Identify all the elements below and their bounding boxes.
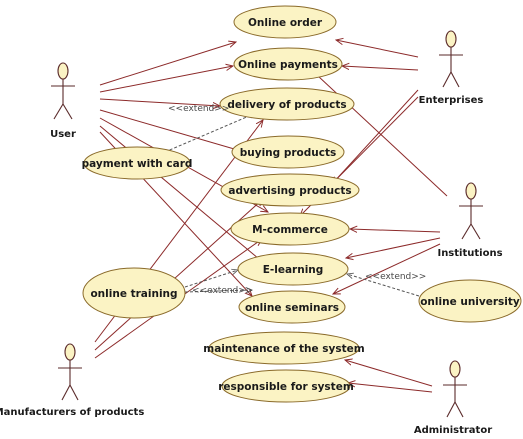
extend-training-to-seminars (184, 290, 252, 292)
assoc-enterprises-online-order (336, 40, 419, 58)
actor-administrator[interactable]: Administrator (414, 360, 492, 436)
use-case-maintenance-of-the-system[interactable]: maintenance of the system (203, 331, 365, 365)
assoc-enterprises-online-payments (342, 66, 419, 71)
use-case-responsible-for-system[interactable]: responsible for system (218, 369, 354, 403)
assoc-user-buying (99, 109, 248, 153)
stick-figure-icon (51, 62, 75, 120)
responsible-label: responsible for system (218, 381, 354, 393)
online-payments-label: Online payments (238, 59, 338, 71)
m-commerce-label: M-commerce (252, 224, 328, 236)
assoc-admin-responsible (348, 383, 433, 393)
assoc-enterprises-advertising (332, 89, 419, 184)
use-case-online-payments[interactable]: Online payments (233, 47, 343, 81)
actor-manufacturers-label: Manufacturers of products (0, 407, 144, 418)
use-case-online-university[interactable]: online university (418, 279, 522, 323)
online-university-label: online university (420, 296, 520, 308)
maintenance-label: maintenance of the system (203, 343, 364, 355)
delivery-of-products-label: delivery of products (227, 99, 346, 111)
e-learning-label: E-learning (263, 264, 324, 276)
online-training-label: online training (90, 288, 177, 300)
extend-university-to-elearning (347, 274, 420, 297)
assoc-institutions-mcommerce (350, 229, 441, 232)
assoc-user-online-payments (99, 66, 233, 93)
stick-figure-icon (58, 343, 82, 401)
advertising-products-label: advertising products (228, 185, 351, 197)
assoc-institutions-seminars (333, 243, 441, 294)
stick-figure-icon (439, 30, 463, 88)
extend-label-payment: <<extend>> (168, 104, 229, 114)
actor-administrator-label: Administrator (414, 425, 492, 436)
extend-relations (164, 113, 420, 297)
actor-enterprises[interactable]: Enterprises (419, 30, 484, 106)
use-case-advertising-products[interactable]: advertising products (220, 173, 360, 207)
use-case-online-seminars[interactable]: online seminars (238, 290, 346, 324)
stick-figure-icon (459, 182, 483, 240)
use-case-online-training[interactable]: online training (82, 267, 186, 319)
use-case-delivery-of-products[interactable]: delivery of products (219, 87, 355, 121)
use-case-buying-products[interactable]: buying products (231, 135, 345, 169)
actor-user[interactable]: User (50, 62, 76, 140)
use-case-payment-with-card[interactable]: payment with card (82, 146, 193, 180)
online-seminars-label: online seminars (245, 302, 339, 314)
buying-products-label: buying products (240, 147, 336, 159)
extend-payment-to-delivery (164, 113, 256, 153)
actor-institutions-label: Institutions (437, 248, 502, 259)
actor-manufacturers[interactable]: Manufacturers of products (0, 343, 144, 418)
payment-with-card-label: payment with card (82, 158, 193, 170)
extend-label-training: <<extend>> (192, 286, 253, 296)
extend-label-university: <<extend>> (365, 272, 426, 282)
actor-user-label: User (50, 129, 76, 140)
use-case-e-learning[interactable]: E-learning (237, 252, 349, 286)
stick-figure-icon (443, 360, 467, 418)
assoc-institutions-elearning (346, 237, 441, 258)
online-order-label: Online order (248, 17, 323, 29)
assoc-admin-maintenance (345, 360, 433, 387)
extend-training-to-elearning (184, 270, 238, 288)
actor-enterprises-label: Enterprises (419, 95, 484, 106)
use-case-m-commerce[interactable]: M-commerce (230, 212, 350, 246)
assoc-user-delivery (99, 98, 220, 106)
assoc-user-online-order (99, 42, 236, 86)
use-case-online-order[interactable]: Online order (233, 5, 337, 39)
actor-institutions[interactable]: Institutions (437, 182, 503, 259)
